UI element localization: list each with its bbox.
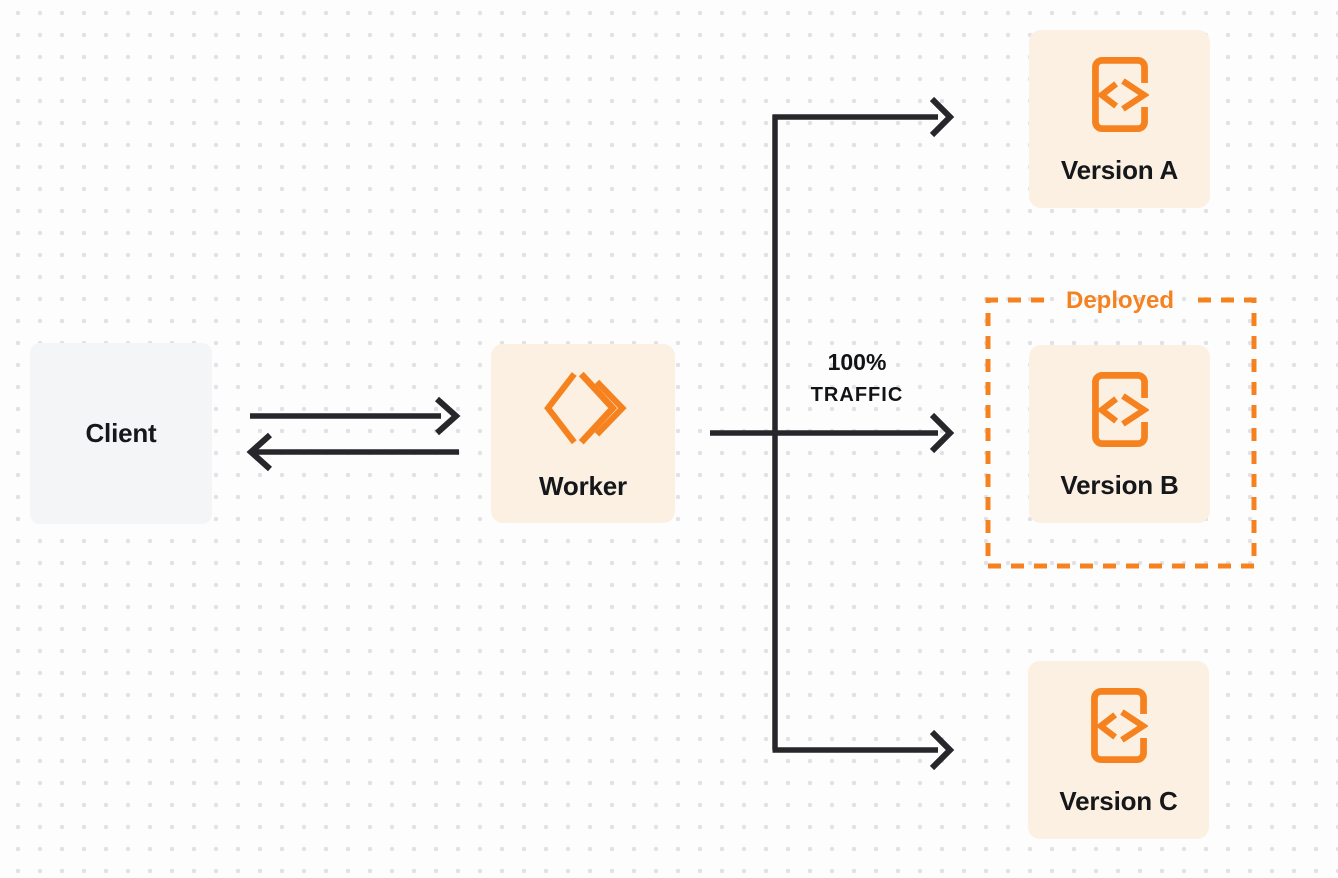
arrow-branch-to-version-a-head (929, 96, 955, 138)
node-version-c: Version C (1028, 661, 1209, 839)
traffic-word: TRAFFIC (810, 384, 904, 406)
code-file-icon (1091, 56, 1149, 133)
traffic-label: 100% TRAFFIC (787, 349, 927, 407)
traffic-percent: 100% (827, 349, 887, 375)
deployed-dashed-border (985, 297, 1257, 569)
deployed-label: Deployed (1065, 287, 1175, 314)
arrow-client-to-worker-head (434, 396, 461, 436)
code-file-icon (1090, 687, 1148, 764)
code-file-icon (1091, 371, 1149, 448)
version-a-label: Version A (1060, 155, 1179, 185)
node-version-a: Version A (1029, 30, 1210, 208)
arrow-worker-to-client-head (246, 432, 273, 472)
node-client: Client (30, 343, 212, 524)
workers-logo-icon (544, 371, 627, 445)
arrow-worker-to-version-b-head (929, 412, 955, 454)
worker-label: Worker (539, 471, 627, 501)
arrow-branch-to-version-c-head (929, 729, 955, 771)
node-version-b: Version B (1029, 345, 1210, 523)
node-worker: Worker (491, 344, 675, 523)
client-label: Client (85, 418, 157, 448)
version-c-label: Version C (1059, 786, 1178, 816)
version-b-label: Version B (1060, 470, 1179, 500)
